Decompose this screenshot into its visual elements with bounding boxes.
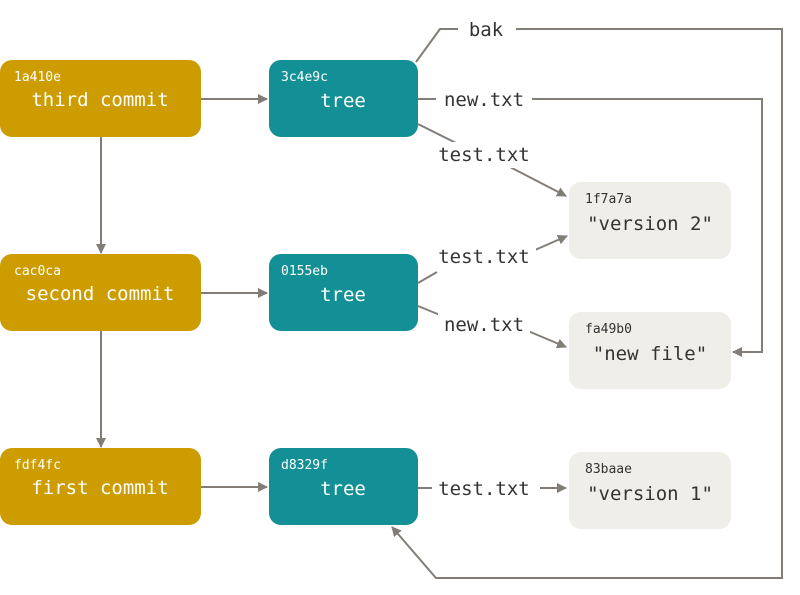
- edge-label-t3-test: test.txt: [438, 478, 530, 500]
- edge-bak-from-tree: [415, 28, 458, 63]
- edge-bak-to-tree: [391, 28, 783, 579]
- edge-t1-test-to-blob: [509, 166, 567, 197]
- blob-content: "new file": [593, 343, 707, 365]
- edge-t1-test-stub: [417, 123, 459, 145]
- commit-message: third commit: [31, 89, 168, 111]
- commit-node-first: fdf4fc first commit: [0, 448, 201, 525]
- commit-message: second commit: [26, 283, 175, 305]
- tree-node-1: 3c4e9c tree: [269, 60, 418, 137]
- blob-node-version-2: 1f7a7a "version 2": [569, 182, 731, 259]
- blob-node-new-file: fa49b0 "new file": [569, 312, 731, 389]
- edge-label-bak: bak: [469, 19, 504, 41]
- commit-message: first commit: [31, 477, 168, 499]
- edge-label-t2-test: test.txt: [438, 246, 530, 268]
- edge-t2-new-to-blob: [527, 330, 567, 349]
- commit-hash: fdf4fc: [14, 458, 61, 473]
- edge-t2-test-to-blob: [534, 235, 568, 251]
- tree-label: tree: [320, 478, 366, 500]
- blob-hash: fa49b0: [585, 322, 632, 337]
- blob-content: "version 1": [587, 483, 713, 505]
- blob-hash: 83baae: [585, 462, 632, 477]
- tree-node-3: d8329f tree: [269, 448, 418, 525]
- commit-node-second: cac0ca second commit: [0, 254, 201, 331]
- blob-hash: 1f7a7a: [585, 192, 632, 207]
- tree-hash: 3c4e9c: [281, 70, 328, 85]
- tree-node-2: 0155eb tree: [269, 254, 418, 331]
- edge-label-t1-new: new.txt: [444, 89, 524, 111]
- edge-t1-new-to-blob: [532, 98, 763, 357]
- tree-hash: d8329f: [281, 458, 328, 473]
- tree-hash: 0155eb: [281, 264, 328, 279]
- edge-t2-test-stub: [417, 271, 438, 284]
- commit-hash: 1a410e: [14, 70, 61, 85]
- commit-hash: cac0ca: [14, 264, 61, 279]
- commit-node-third: 1a410e third commit: [0, 60, 201, 137]
- tree-label: tree: [320, 90, 366, 112]
- connectors: [96, 28, 783, 579]
- blob-node-version-1: 83baae "version 1": [569, 452, 731, 529]
- edge-labels: bak new.txt test.txt test.txt new.txt te…: [432, 17, 536, 502]
- edge-label-t2-new: new.txt: [444, 314, 524, 336]
- edge-label-t1-test: test.txt: [438, 144, 530, 166]
- tree-label: tree: [320, 284, 366, 306]
- edge-t2-new-stub: [417, 305, 441, 316]
- blob-content: "version 2": [587, 213, 713, 235]
